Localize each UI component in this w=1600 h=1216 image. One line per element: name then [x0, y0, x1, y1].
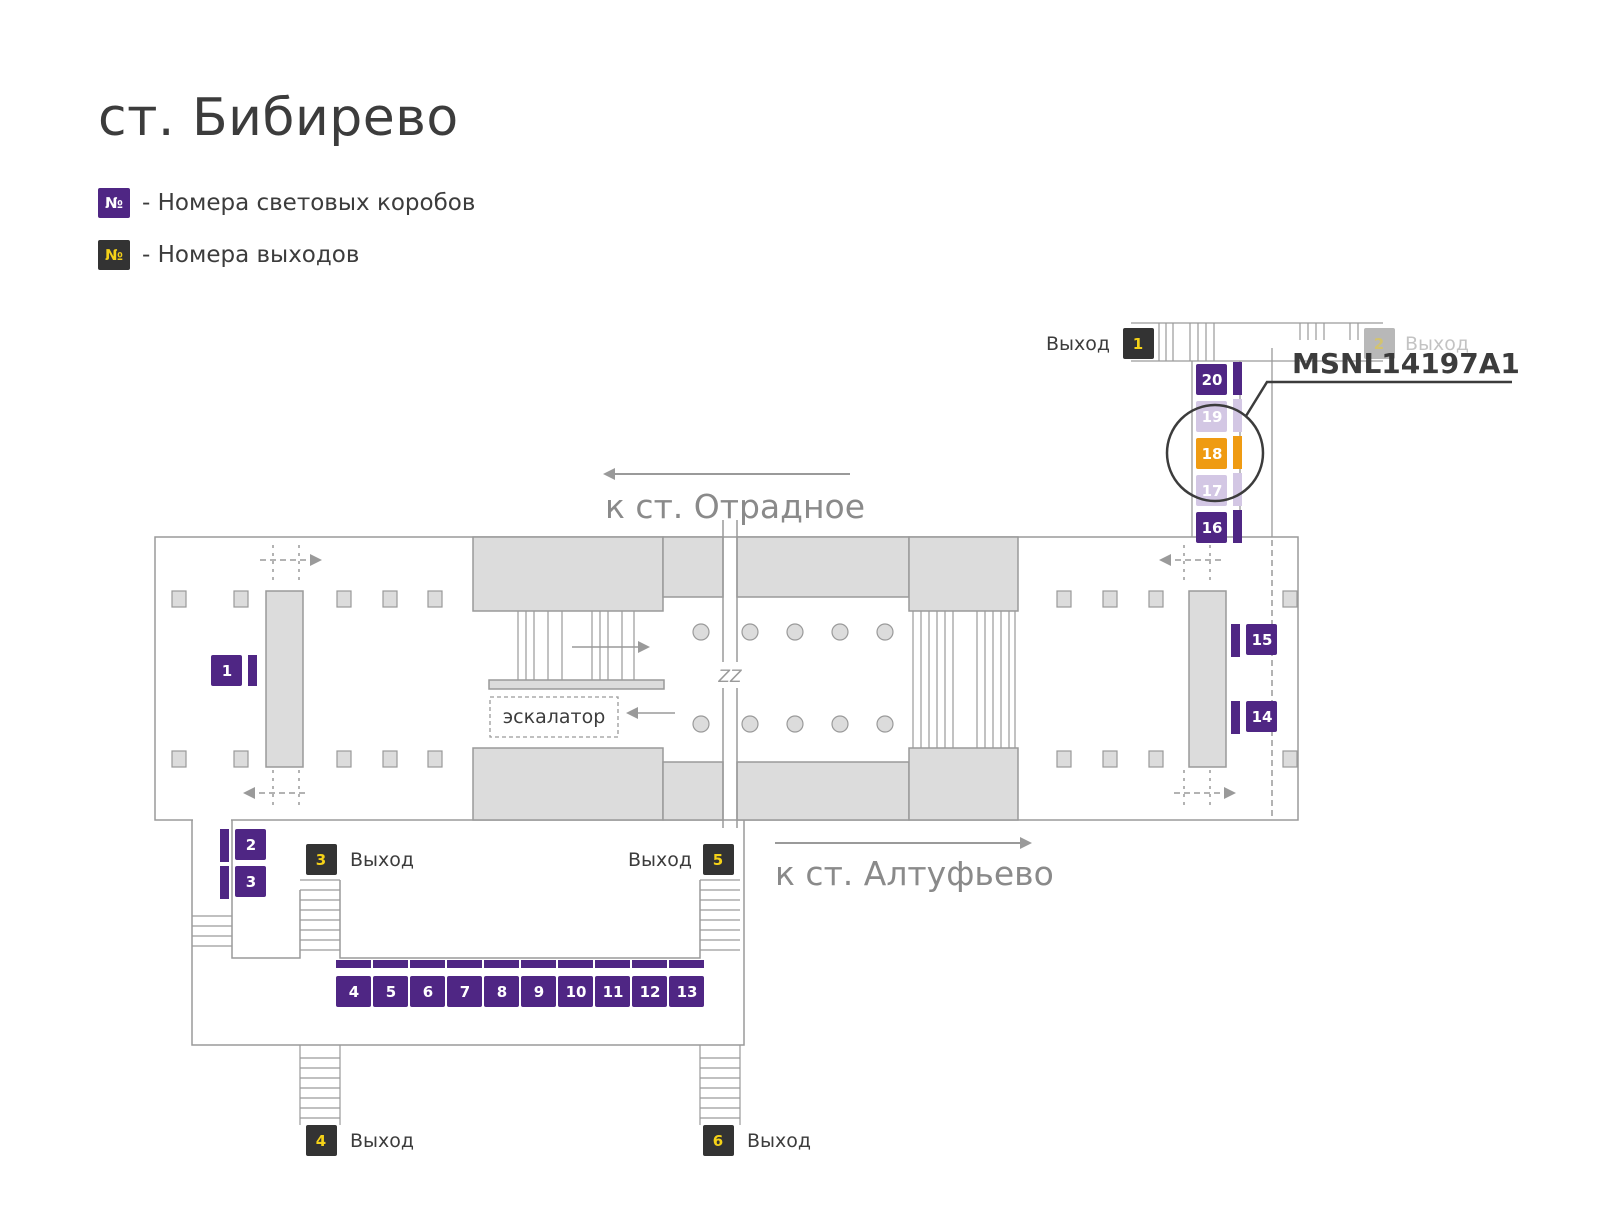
pillars — [171, 590, 1298, 768]
north-exit-stairs — [1158, 323, 1359, 361]
exit-4-label: Выход — [350, 1130, 414, 1152]
exit-3-label: Выход — [350, 849, 414, 871]
track-gap — [718, 520, 742, 828]
exit-6-label: Выход — [747, 1130, 811, 1152]
highlight-code: MSNL14197A1 — [1292, 347, 1520, 380]
lightbox-20[interactable]: 20 — [1202, 371, 1223, 389]
legend-exit-text: - Номера выходов — [142, 242, 360, 268]
exit-4-stairs — [299, 1045, 341, 1125]
legend-lightboxes: № - Номера световых коробов — [98, 188, 475, 218]
lightbox-14[interactable]: 14 — [1252, 708, 1273, 726]
highlight-leader-line — [1244, 380, 1512, 417]
exit-1-number[interactable]: 1 — [1133, 335, 1143, 353]
lightbox-markers — [211, 362, 1277, 1007]
lightbox-10[interactable]: 10 — [566, 983, 587, 1001]
lightbox-12[interactable]: 12 — [640, 983, 661, 1001]
escalator-box — [489, 696, 619, 738]
side-corridor-stairs — [192, 915, 232, 947]
legend-lightbox-badge: № — [98, 188, 130, 218]
lightbox-5[interactable]: 5 — [386, 983, 396, 1001]
exit-5-number[interactable]: 5 — [713, 851, 723, 869]
exit-6-stairs — [699, 1045, 741, 1125]
lightbox-4[interactable]: 4 — [349, 983, 359, 1001]
exit-1-label: Выход — [1046, 333, 1110, 355]
track-blocks — [472, 536, 1019, 821]
page-title: ст. Бибирево — [98, 88, 459, 148]
exit-5-stairs — [700, 879, 740, 951]
direction-label-south: к ст. Алтуфьево — [775, 854, 1054, 893]
round-columns — [692, 623, 894, 733]
legend-exits: № - Номера выходов — [98, 240, 359, 270]
lightbox-17[interactable]: 17 — [1202, 482, 1223, 500]
lightbox-9[interactable]: 9 — [534, 983, 544, 1001]
lightbox-16[interactable]: 16 — [1202, 519, 1223, 537]
legend-exit-badge: № — [98, 240, 130, 270]
lightbox-11[interactable]: 11 — [603, 983, 624, 1001]
hall-opening — [193, 818, 231, 824]
lightbox-8[interactable]: 8 — [497, 983, 507, 1001]
lightbox-13[interactable]: 13 — [677, 983, 698, 1001]
escalator-label: эскалатор — [503, 706, 606, 728]
gap-mark: ZZ — [717, 667, 742, 687]
exit-5-label: Выход — [628, 849, 692, 871]
inner-stairs-west — [517, 611, 635, 680]
exit-badges — [306, 328, 1395, 1156]
exit-2-number[interactable]: 2 — [1374, 335, 1384, 353]
inner-stairs-east — [912, 611, 1016, 748]
lightbox-6[interactable]: 6 — [423, 983, 433, 1001]
lightbox-1[interactable]: 1 — [222, 662, 232, 680]
lightbox-7[interactable]: 7 — [460, 983, 470, 1001]
exit-4-number[interactable]: 4 — [316, 1132, 326, 1150]
flow-arrows — [243, 348, 1273, 818]
lightbox-3[interactable]: 3 — [246, 873, 256, 891]
lightbox-19[interactable]: 19 — [1202, 408, 1223, 426]
direction-label-north: к ст. Отрадное — [605, 487, 865, 526]
legend-lightbox-text: - Номера световых коробов — [142, 190, 476, 216]
exit-6-number[interactable]: 6 — [713, 1132, 723, 1150]
lightbox-2[interactable]: 2 — [246, 836, 256, 854]
lightbox-18[interactable]: 18 — [1202, 445, 1223, 463]
exit-3-stairs — [300, 879, 340, 951]
highlight-ring — [1165, 403, 1265, 503]
exit-2-label: Выход — [1405, 333, 1469, 355]
lightbox-15[interactable]: 15 — [1252, 631, 1273, 649]
exit-3-number[interactable]: 3 — [316, 851, 326, 869]
